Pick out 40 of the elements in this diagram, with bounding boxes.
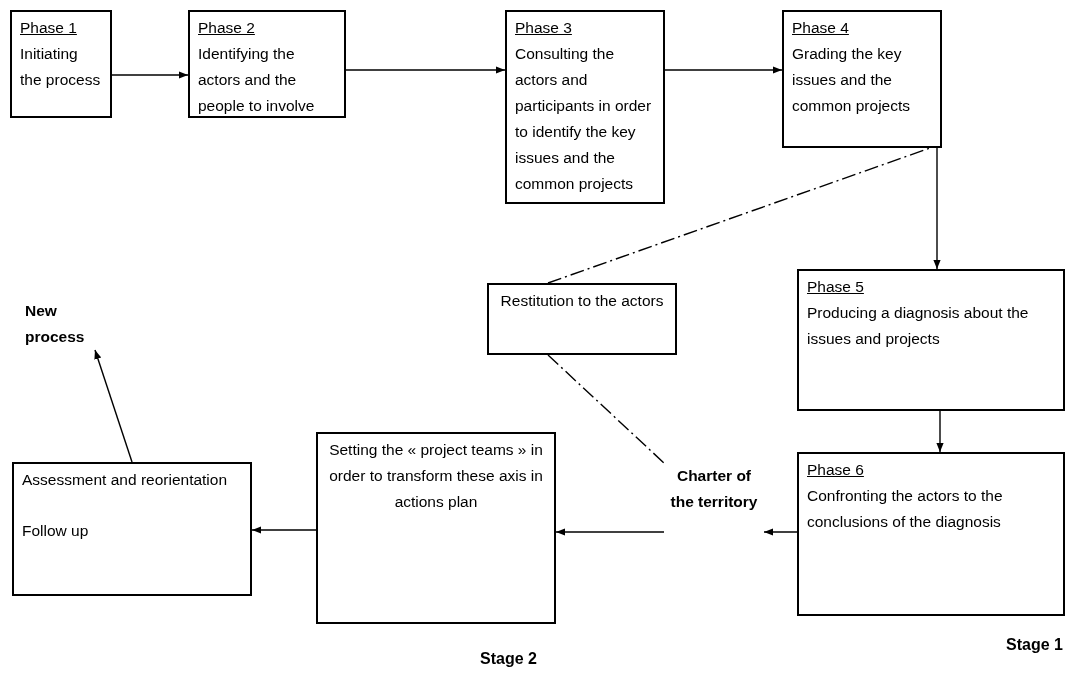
box-text: Consulting the actors and participants in order to identify the key issues and the common projects [515,44,653,194]
arrow [555,528,665,536]
box-text: Restitution to the actors [499,291,665,311]
arrow [111,71,189,79]
arrow [763,528,798,536]
process-box [505,10,665,204]
stage-label: Stage 2 [480,649,537,669]
arrow [251,526,317,534]
arrow [664,66,783,74]
process-box [12,462,252,596]
process-box [797,269,1065,411]
arrow [94,349,133,463]
phase-heading: Phase 4 [792,18,850,38]
process-box [797,452,1065,616]
box-text: Grading the key issues and the common projects [792,44,911,116]
box-text: Follow up [22,521,90,541]
phase-heading: Phase 3 [515,18,573,38]
arrow [936,410,944,453]
process-box [10,10,112,118]
box-text: Initiating the process [20,44,102,90]
process-box [316,432,556,624]
box-text: Producing a diagnosis about the issues and projects [807,303,1030,349]
phase-heading: Phase 2 [198,18,256,38]
box-text: Identifying the actors and the people to involve [198,44,316,116]
stage-label: Stage 1 [1006,635,1063,655]
box-text: Setting the « project teams » in order to transform these axis in actions plan [328,440,544,512]
phase-heading: Phase 5 [807,277,865,297]
box-text: Confronting the actors to the conclusions of the diagnosis [807,486,1004,532]
node-label: Charter of the territory [669,466,759,512]
arrow [933,147,941,270]
node-label: New process [25,301,86,347]
box-text: Assessment and reorientation [22,470,229,490]
process-box [487,283,677,355]
process-box [188,10,346,118]
dash-dot-line [547,354,665,464]
arrow [345,66,506,74]
phase-heading: Phase 6 [807,460,865,480]
process-box [782,10,942,148]
phase-heading: Phase 1 [20,18,78,38]
dash-dot-line [547,147,931,284]
